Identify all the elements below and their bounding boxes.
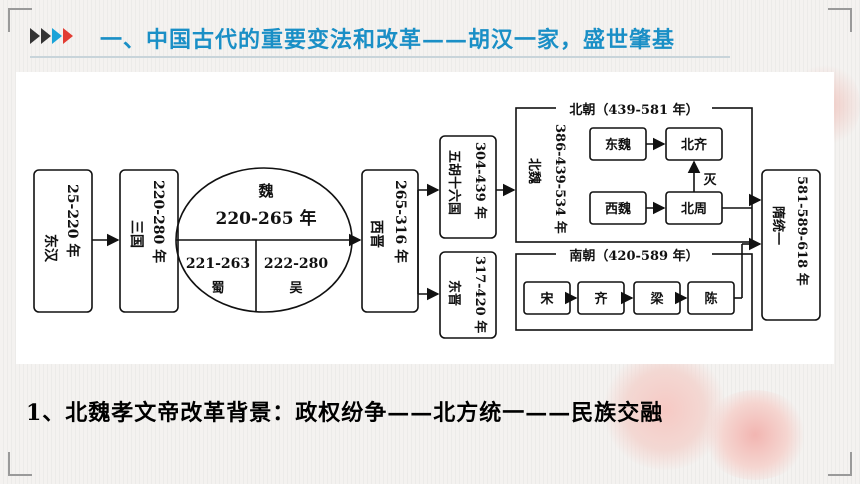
shu-years: 221-263 bbox=[186, 256, 250, 272]
nanchao-label: 南朝（420-589 年） bbox=[569, 248, 698, 264]
qi-name: 齐 bbox=[594, 291, 608, 307]
dongjin-name: 东晋 bbox=[446, 280, 462, 306]
corner-bracket-bottom-right bbox=[828, 452, 852, 476]
sanguo-years: 220-280 年 bbox=[150, 180, 167, 263]
xijin-years: 265-316 年 bbox=[392, 180, 409, 263]
sui-years: 581-589-618 年 bbox=[794, 176, 810, 286]
box-dongjin bbox=[439, 251, 497, 339]
diagram-panel: 25-220 年 东汉 220-280 年 三国 魏 220-265 年 221… bbox=[16, 72, 834, 364]
box-sui bbox=[761, 169, 821, 321]
dongwei-name: 东魏 bbox=[605, 137, 631, 153]
corner-bracket-bottom-left bbox=[8, 452, 32, 476]
sanguo-name: 三国 bbox=[128, 220, 144, 248]
donghan-years: 25-220 年 bbox=[64, 184, 81, 257]
corner-bracket-top-right bbox=[828, 8, 852, 32]
header: 一、中国古代的重要变法和改革——胡汉一家，盛世肇基 bbox=[0, 0, 860, 62]
beiqi-name: 北齐 bbox=[681, 137, 708, 153]
song-name: 宋 bbox=[539, 291, 554, 307]
page-title: 一、中国古代的重要变法和改革——胡汉一家，盛世肇基 bbox=[100, 27, 676, 53]
beichao-label: 北朝（439-581 年） bbox=[569, 102, 698, 118]
wuhu-years: 304-439 年 bbox=[472, 142, 488, 219]
corner-bracket-top-left bbox=[8, 8, 32, 32]
mie-label: 灭 bbox=[702, 173, 717, 188]
beiwei-years: 386-439-534 年 bbox=[552, 124, 568, 234]
xiwei-name: 西魏 bbox=[605, 201, 631, 217]
wu-name: 吴 bbox=[289, 281, 302, 296]
arrows-icon bbox=[30, 28, 73, 44]
background-summary-text: 1、北魏孝文帝改革背景：政权纷争——北方统一——民族交融 bbox=[26, 400, 664, 426]
box-sanguo bbox=[119, 169, 179, 313]
history-timeline-diagram: 25-220 年 东汉 220-280 年 三国 魏 220-265 年 221… bbox=[33, 99, 821, 339]
liang-name: 梁 bbox=[649, 291, 664, 307]
beiwei-name: 北魏 bbox=[526, 158, 542, 184]
wu-years: 222-280 bbox=[264, 256, 329, 272]
beizhou-name: 北周 bbox=[681, 202, 707, 217]
blossom-decoration bbox=[700, 390, 810, 480]
dongjin-years: 317-420 年 bbox=[472, 256, 488, 333]
box-beiqi bbox=[665, 127, 723, 161]
title-underline bbox=[30, 56, 730, 58]
sui-name: 隋统一 bbox=[770, 206, 786, 245]
wei-name: 魏 bbox=[257, 182, 273, 200]
xijin-name: 西晋 bbox=[368, 220, 384, 248]
wuhu-name: 五胡十六国 bbox=[446, 150, 462, 215]
box-wuhu bbox=[439, 135, 497, 239]
donghan-name: 东汉 bbox=[42, 234, 59, 263]
box-donghan bbox=[33, 169, 93, 313]
wei-years: 220-265 年 bbox=[216, 208, 317, 229]
chen-name: 陈 bbox=[704, 291, 717, 307]
shu-name: 蜀 bbox=[211, 281, 224, 296]
